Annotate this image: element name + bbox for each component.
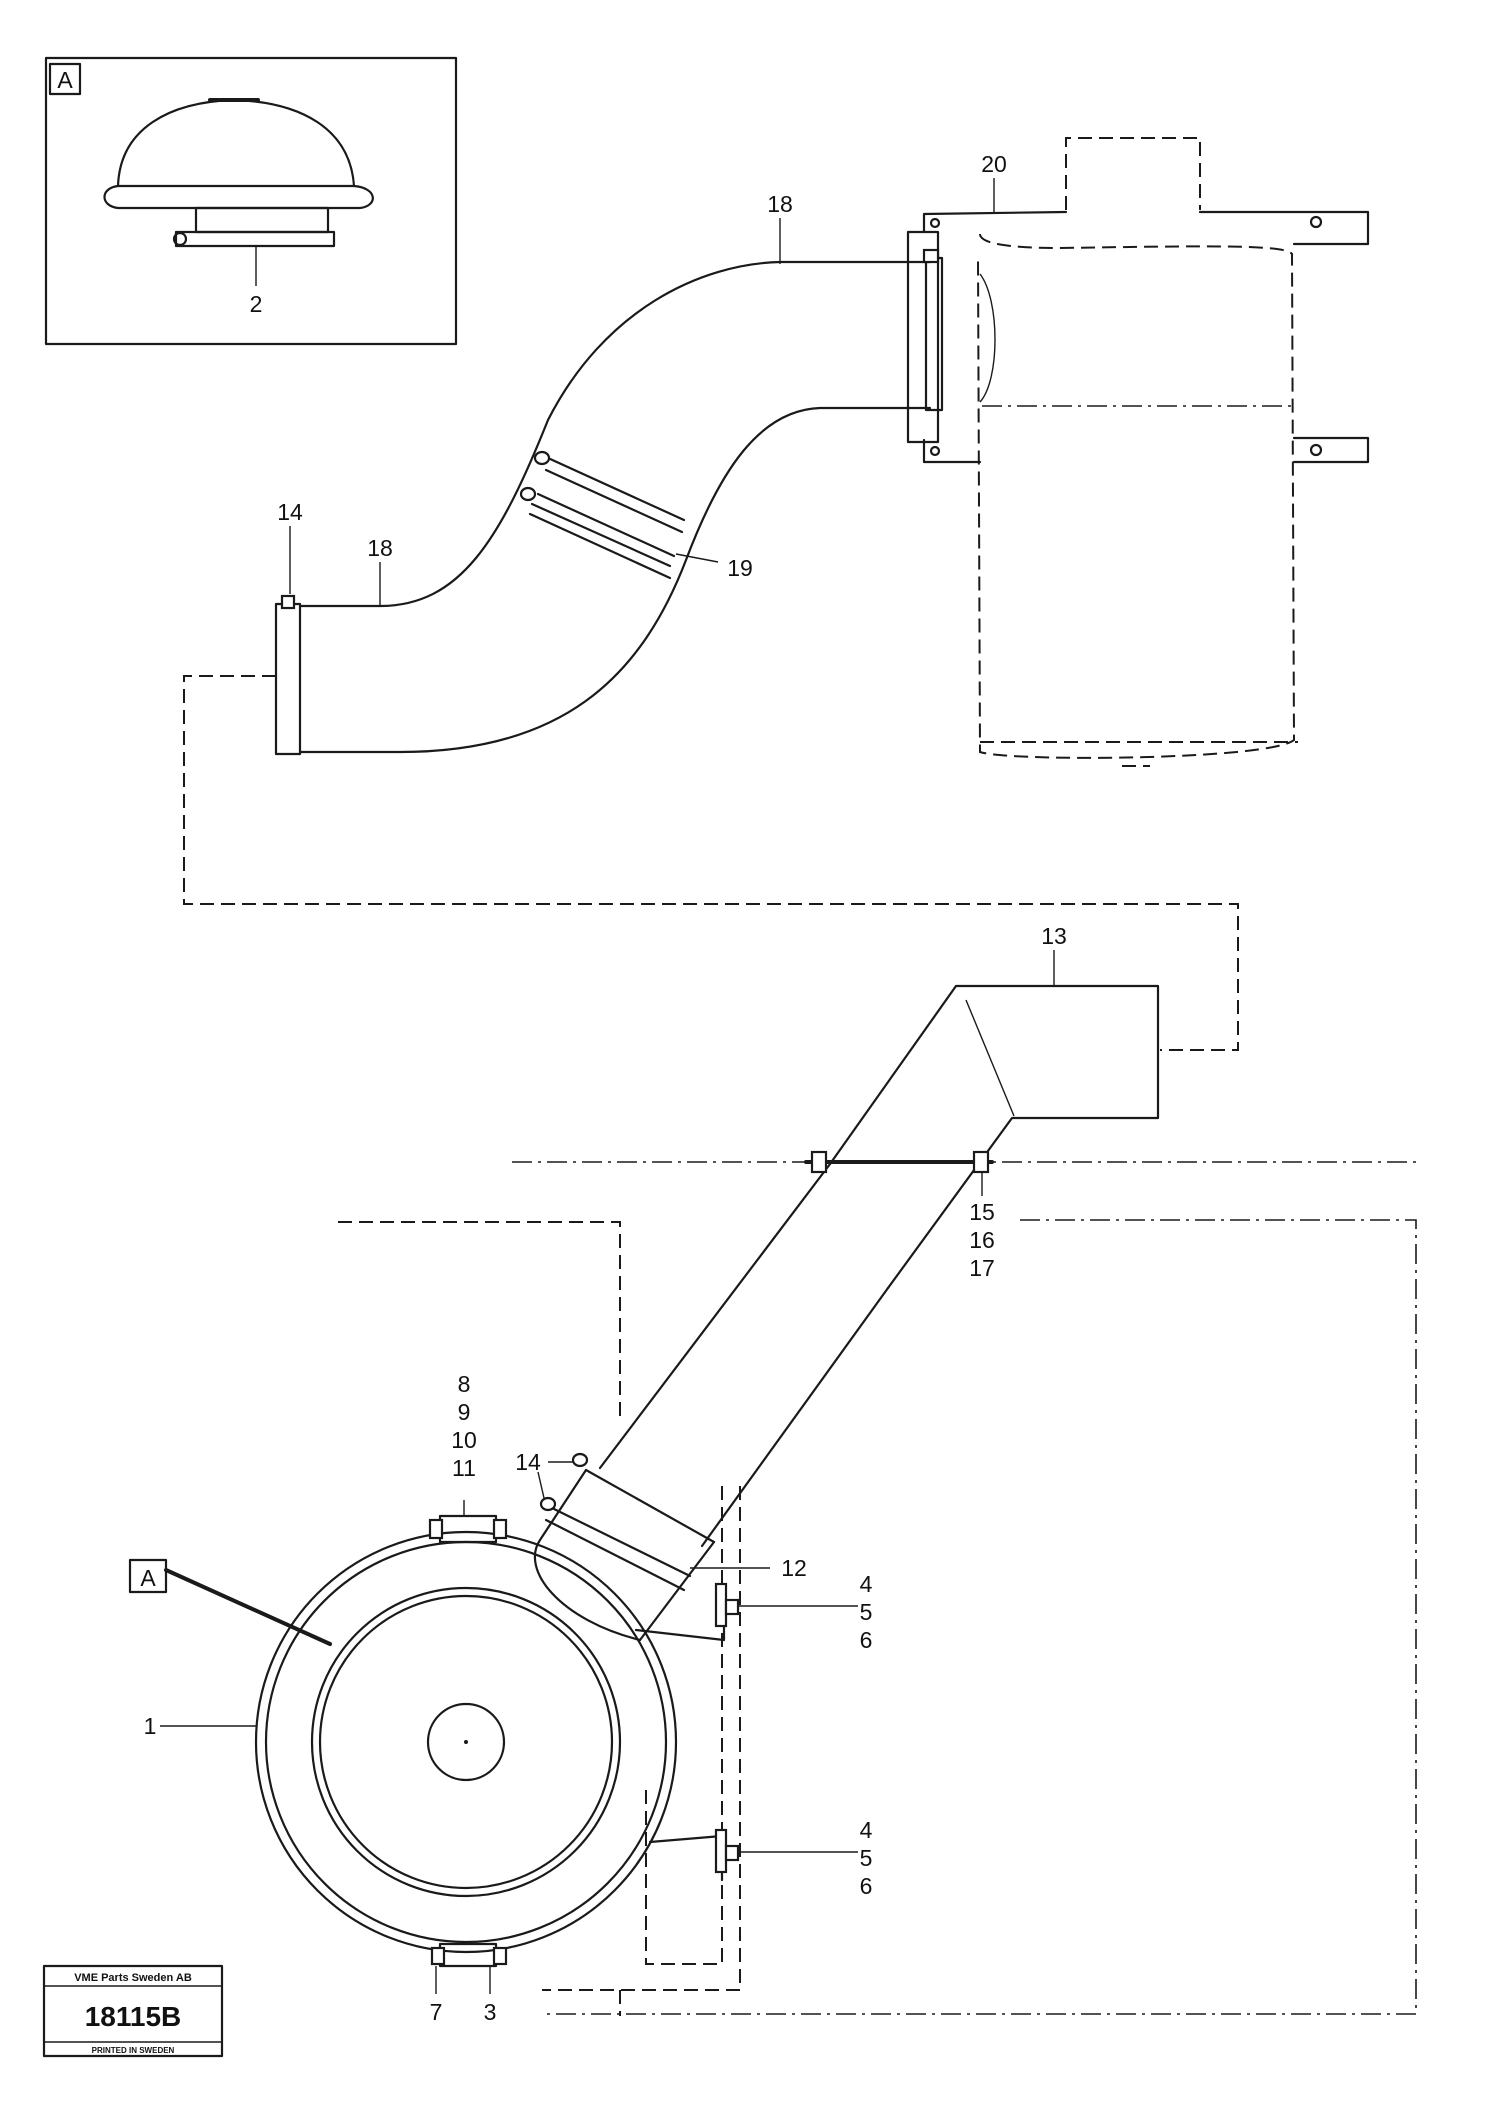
pipe-outer-edge — [298, 260, 932, 608]
label-9: 9 — [458, 1399, 471, 1425]
routing-link — [183, 675, 1239, 1051]
label-11: 11 — [452, 1455, 476, 1481]
rain-cap-dome — [116, 98, 356, 188]
label-4-lower: 4 — [860, 1817, 873, 1843]
rain-cap-rim — [103, 184, 374, 210]
label-7: 7 — [430, 1999, 443, 2025]
air-cleaner-body — [977, 233, 1296, 759]
stamp-printed: PRINTED IN SWEDEN — [92, 2046, 175, 2055]
label-16: 16 — [969, 1227, 995, 1253]
stamp-company: VME Parts Sweden AB — [74, 1972, 192, 1984]
housing-bracket-upper — [634, 1582, 740, 1642]
rain-cap-neck — [194, 206, 330, 234]
elbow-13 — [828, 984, 1160, 1290]
leader-19 — [675, 553, 719, 563]
pipe-clamp-right — [924, 256, 944, 412]
rain-cap-clamp — [174, 230, 336, 248]
label-15: 15 — [969, 1199, 995, 1225]
strap-bolt-right — [972, 1150, 990, 1174]
label-18-top: 18 — [767, 191, 793, 217]
label-5-upper: 5 — [860, 1599, 873, 1625]
housing-inner-ring — [310, 1586, 622, 1898]
label-19: 19 — [727, 555, 753, 581]
housing-bracket-lower — [648, 1828, 740, 1882]
view-a-tag — [128, 1558, 168, 1594]
label-1: 1 — [144, 1713, 157, 1739]
label-14-top: 14 — [277, 499, 303, 525]
air-cleaner-upper — [906, 137, 1370, 767]
inset-frame — [44, 56, 458, 346]
label-12: 12 — [781, 1555, 807, 1581]
housing-center-outlet — [426, 1702, 506, 1782]
pipe-inner-edge — [298, 406, 932, 754]
top-band-clamp — [438, 1514, 498, 1544]
label-6-lower: 6 — [860, 1873, 873, 1899]
elbow-13-outline — [828, 984, 1160, 1290]
parts-stamp: VME Parts Sweden AB 18115B PRINTED IN SW… — [42, 1964, 224, 2058]
label-8: 8 — [458, 1371, 471, 1397]
label-13: 13 — [1041, 923, 1067, 949]
inset-tag-label: A — [57, 67, 73, 93]
strap-bolt-left — [810, 1150, 828, 1174]
label-5-lower: 5 — [860, 1845, 873, 1871]
air-cleaner-housing — [254, 1514, 678, 1968]
label-2: 2 — [250, 291, 263, 317]
inset-detail-a: A 2 — [44, 56, 458, 346]
label-17: 17 — [969, 1255, 995, 1281]
hose-joint-19 — [519, 450, 686, 580]
housing-outer-ring — [254, 1530, 678, 1954]
label-10: 10 — [451, 1427, 477, 1453]
intake-tube-12 — [533, 1162, 890, 1642]
label-14-bottom: 14 — [515, 1449, 541, 1475]
label-4-upper: 4 — [860, 1571, 873, 1597]
pipe-clamp-left — [274, 602, 302, 756]
inset-tag-box — [48, 62, 82, 96]
label-18-mid: 18 — [367, 535, 393, 561]
support-strap — [804, 1150, 994, 1174]
bent-pipe-upper — [274, 248, 944, 756]
label-a: A — [140, 1565, 156, 1591]
label-20: 20 — [981, 151, 1007, 177]
mounting-bracket — [1198, 210, 1370, 246]
label-3: 3 — [484, 1999, 497, 2025]
inlet-flange — [906, 230, 940, 444]
bottom-band-clamp — [438, 1942, 498, 1968]
stamp-number: 18115B — [85, 2001, 182, 2032]
label-6-upper: 6 — [860, 1627, 873, 1653]
leader-a — [164, 1568, 332, 1646]
